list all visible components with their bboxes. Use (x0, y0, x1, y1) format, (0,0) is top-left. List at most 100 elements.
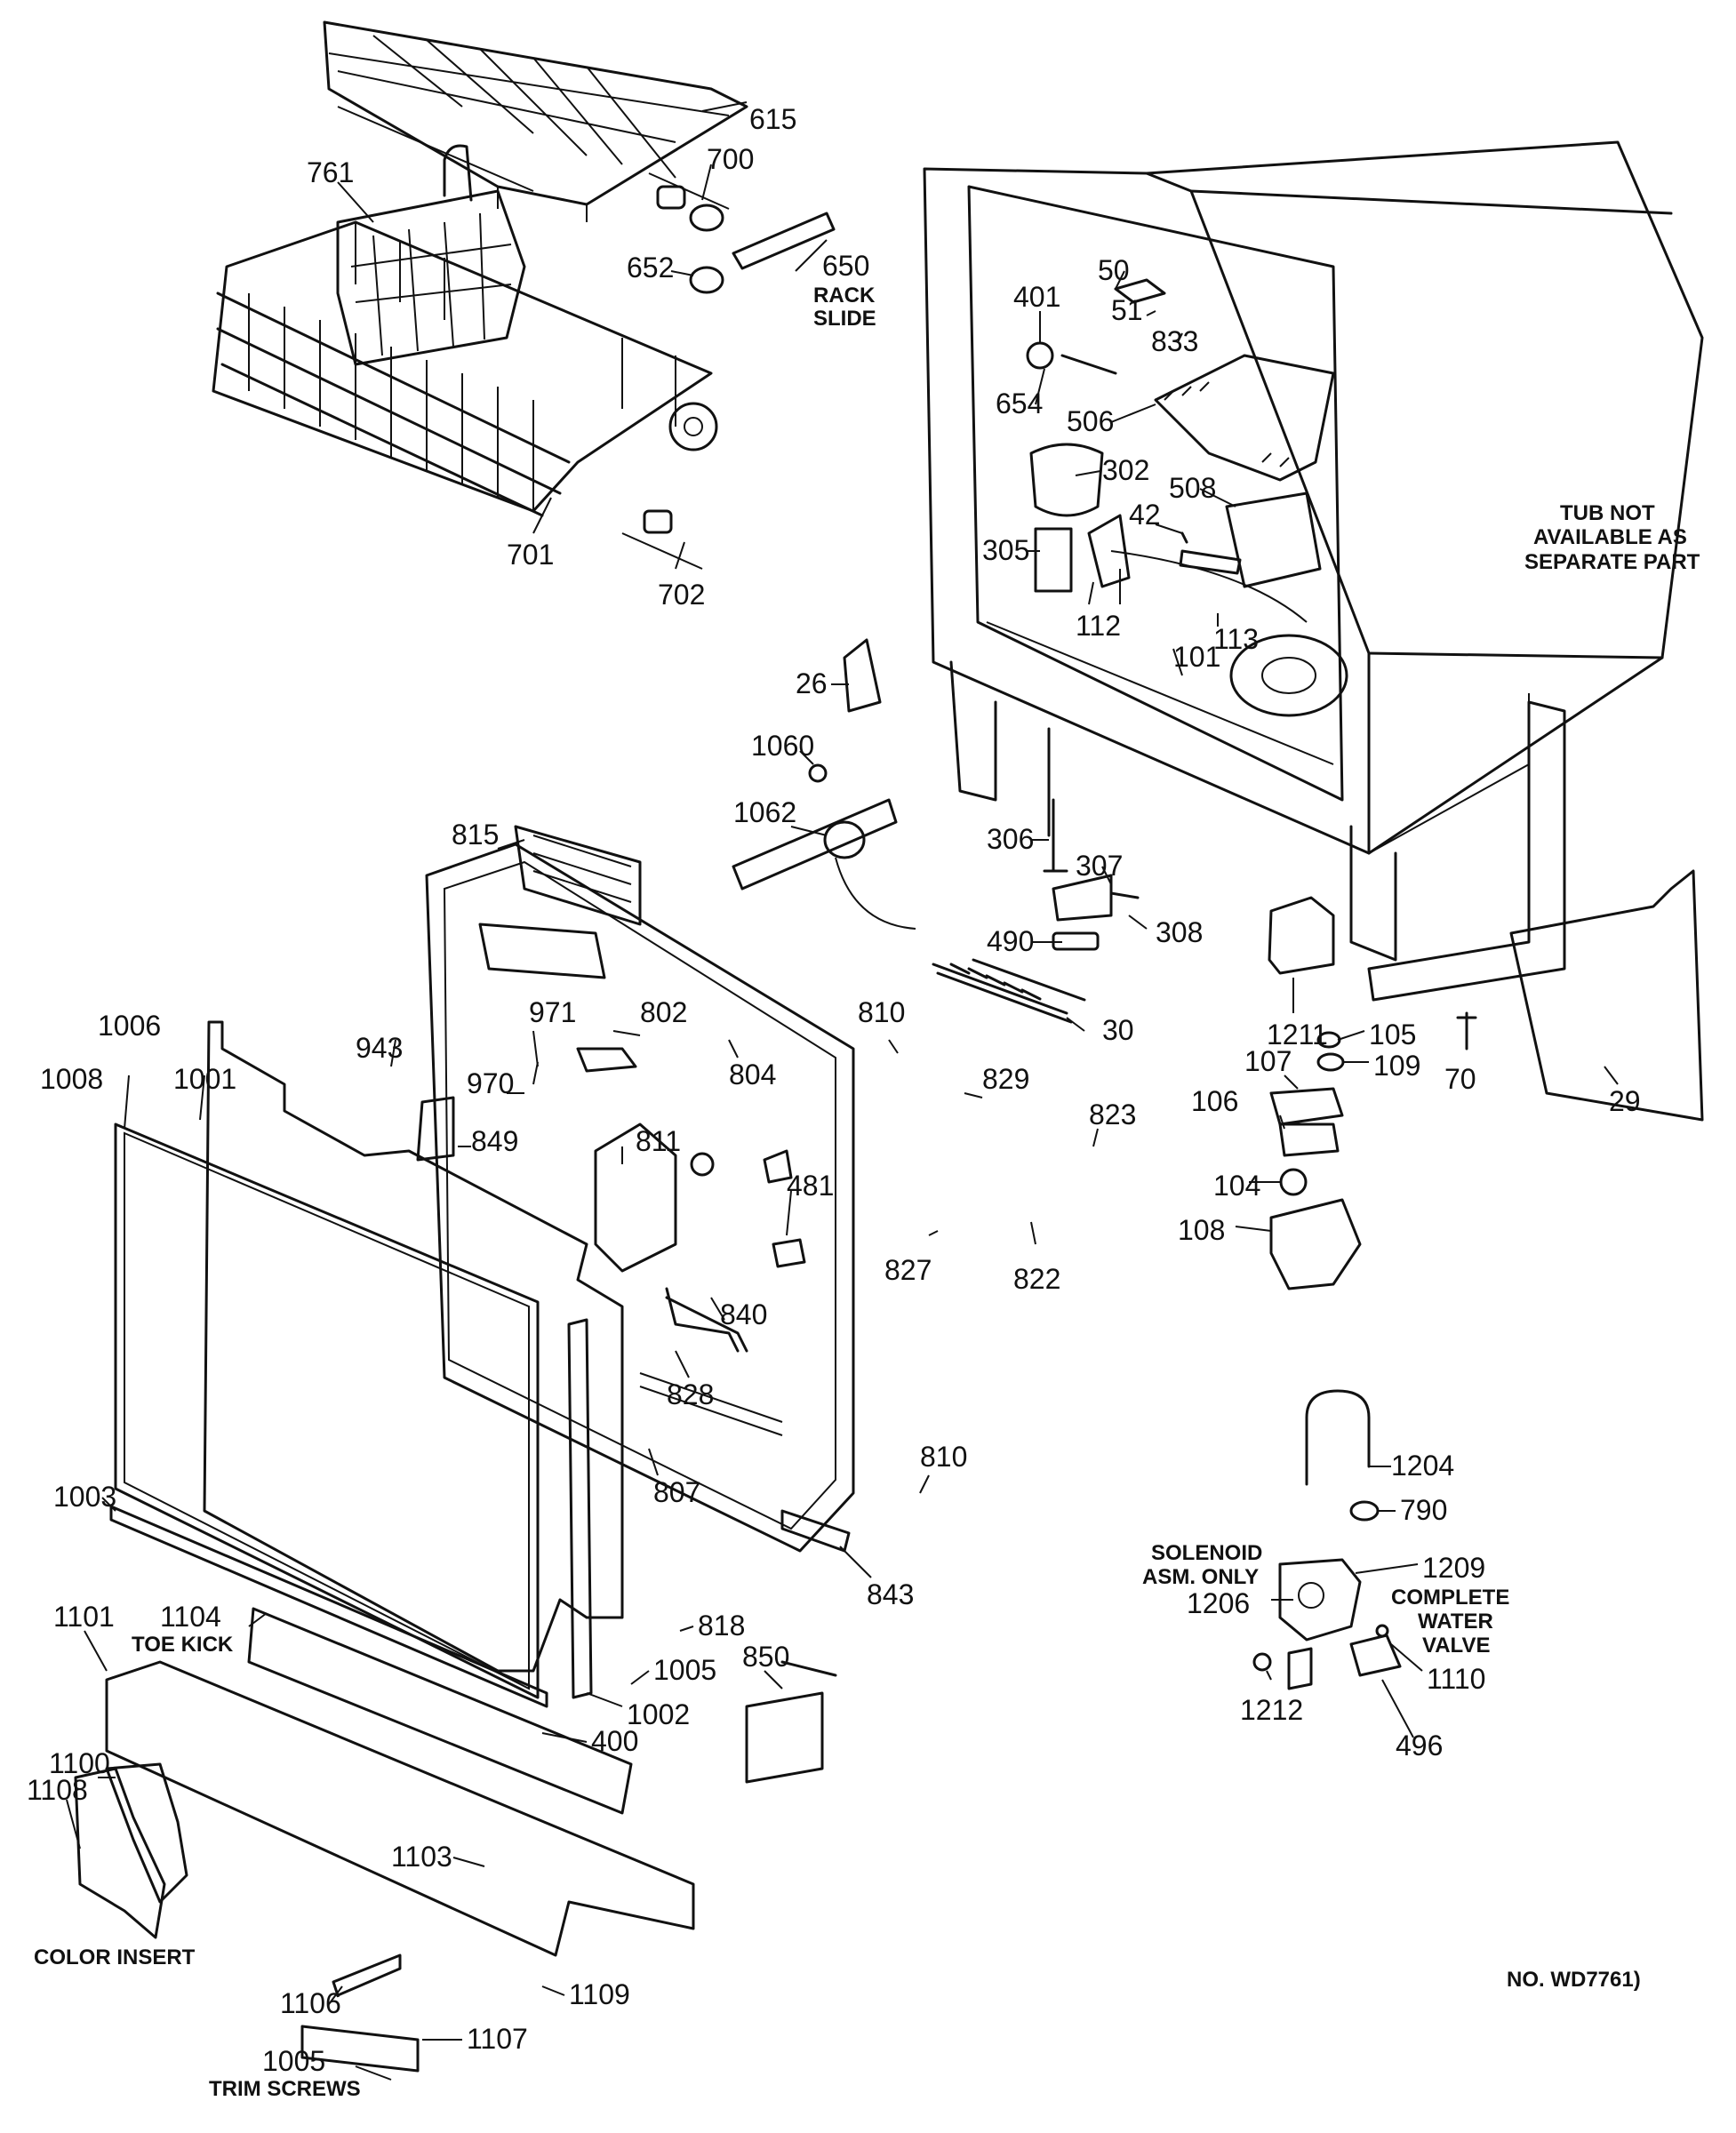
water-valve-note-line1: COMPLETE (1391, 1586, 1509, 1610)
label-29: 29 (1609, 1085, 1641, 1117)
label-829: 829 (982, 1063, 1029, 1095)
label-1107: 1107 (467, 2023, 528, 2055)
bracket-850 (745, 1660, 837, 1784)
tub-assembly (923, 140, 1704, 1002)
label-833: 833 (1151, 325, 1198, 357)
label-700: 700 (707, 143, 754, 175)
solenoid-note-line2: ASM. ONLY (1142, 1565, 1259, 1589)
label-1206: 1206 (1187, 1587, 1250, 1619)
label-811: 811 (636, 1125, 681, 1157)
label-804: 804 (729, 1059, 776, 1090)
sump-parts (1269, 1031, 1362, 1290)
label-650: 650 (822, 250, 869, 282)
label-1109: 1109 (569, 1978, 630, 2010)
label-761: 761 (307, 156, 354, 188)
label-654: 654 (996, 387, 1043, 419)
toe-kick-1104 (247, 1607, 633, 1815)
label-970: 970 (467, 1067, 514, 1099)
label-307: 307 (1076, 850, 1123, 882)
label-1108: 1108 (27, 1774, 88, 1806)
label-840: 840 (720, 1298, 767, 1330)
label-104: 104 (1213, 1170, 1260, 1202)
diagram-notes: RACK SLIDE TUB NOT AVAILABLE AS SEPARATE… (34, 284, 1700, 2101)
label-1001: 1001 (173, 1063, 236, 1095)
side-trim-1002 (567, 1318, 593, 1699)
label-70: 70 (1444, 1063, 1476, 1095)
label-481: 481 (787, 1170, 834, 1202)
label-1106: 1106 (280, 1987, 341, 2019)
color-insert-note: COLOR INSERT (34, 1945, 196, 1969)
label-1002: 1002 (627, 1698, 690, 1730)
label-1008: 1008 (40, 1063, 103, 1095)
panel-29 (1509, 869, 1704, 1122)
label-652: 652 (627, 252, 674, 284)
label-308: 308 (1156, 916, 1203, 948)
door-front-panel-1008 (114, 1122, 540, 1699)
label-1062: 1062 (733, 796, 796, 828)
part-1107 (300, 2025, 420, 2073)
drawing-number: NO. WD7761) (1507, 1968, 1641, 1992)
label-615: 615 (749, 103, 796, 135)
callout-leaders (66, 101, 1619, 2081)
motor-1211 (1268, 896, 1335, 975)
label-1060: 1060 (751, 730, 814, 762)
water-valve-note-line3: VALVE (1422, 1634, 1490, 1658)
label-810-upper: 810 (858, 996, 905, 1028)
label-105: 105 (1369, 1019, 1416, 1051)
label-1006: 1006 (98, 1010, 161, 1042)
label-401: 401 (1013, 281, 1060, 313)
label-51: 51 (1111, 294, 1143, 326)
rack-hardware (621, 172, 836, 570)
label-1212: 1212 (1240, 1694, 1303, 1726)
label-1104: 1104 (160, 1601, 221, 1633)
label-1204: 1204 (1391, 1450, 1454, 1482)
label-50: 50 (1098, 254, 1130, 286)
label-306: 306 (987, 823, 1034, 855)
color-insert-1108 (74, 1767, 166, 1939)
label-823: 823 (1089, 1098, 1136, 1130)
label-971: 971 (529, 996, 576, 1028)
part-1106 (332, 1953, 402, 1997)
silverware-basket (336, 144, 526, 366)
label-1209: 1209 (1422, 1552, 1485, 1584)
label-810-lower: 810 (920, 1441, 967, 1473)
outer-door-panel (203, 1020, 624, 1673)
screw-70 (1456, 1011, 1477, 1051)
label-827: 827 (884, 1254, 932, 1286)
label-112: 112 (1076, 610, 1121, 642)
label-1100: 1100 (49, 1747, 110, 1779)
door-switch-bracket (732, 763, 916, 930)
label-850: 850 (742, 1641, 789, 1673)
label-496: 496 (1396, 1730, 1443, 1762)
label-807: 807 (653, 1476, 700, 1508)
label-42: 42 (1129, 499, 1161, 531)
tub-internal-parts (1026, 278, 1335, 593)
label-818: 818 (698, 1610, 745, 1642)
label-506: 506 (1067, 405, 1114, 437)
label-1110: 1110 (1427, 1663, 1485, 1695)
label-305: 305 (982, 534, 1029, 566)
label-1005-lower: 1005 (262, 2045, 325, 2077)
callout-labels: 615 700 761 650 652 701 702 50 401 51 83… (27, 103, 1641, 2077)
tub-note-line2: AVAILABLE AS (1533, 525, 1687, 549)
label-101: 101 (1173, 641, 1220, 673)
label-802: 802 (640, 996, 687, 1028)
label-508: 508 (1169, 472, 1216, 504)
tub-note-line1: TUB NOT (1560, 501, 1655, 525)
label-108: 108 (1178, 1214, 1225, 1246)
label-1211: 1211 (1267, 1019, 1328, 1051)
label-30: 30 (1102, 1014, 1134, 1046)
label-702: 702 (658, 579, 705, 611)
label-815: 815 (452, 819, 499, 851)
label-107: 107 (1244, 1045, 1292, 1077)
rack-slide-note-line1: RACK (813, 284, 876, 308)
label-843: 843 (867, 1578, 914, 1610)
label-828: 828 (667, 1378, 714, 1410)
drain-parts (1043, 798, 1140, 922)
solenoid-note-line1: SOLENOID (1151, 1541, 1262, 1565)
latch-849 (416, 1096, 455, 1162)
kickplate-1101 (105, 1660, 695, 1957)
color-insert-1100 (105, 1762, 188, 1904)
door-springs (932, 931, 1100, 1024)
